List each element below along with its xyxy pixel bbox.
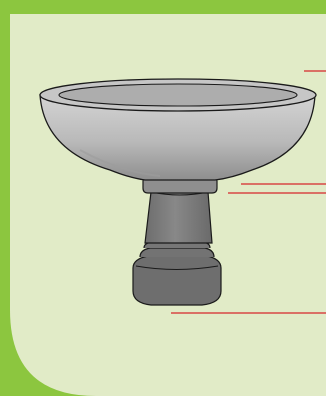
bowl-basin <box>59 84 297 106</box>
birdbath-pedestal <box>145 192 212 243</box>
birdbath-base <box>133 242 221 305</box>
